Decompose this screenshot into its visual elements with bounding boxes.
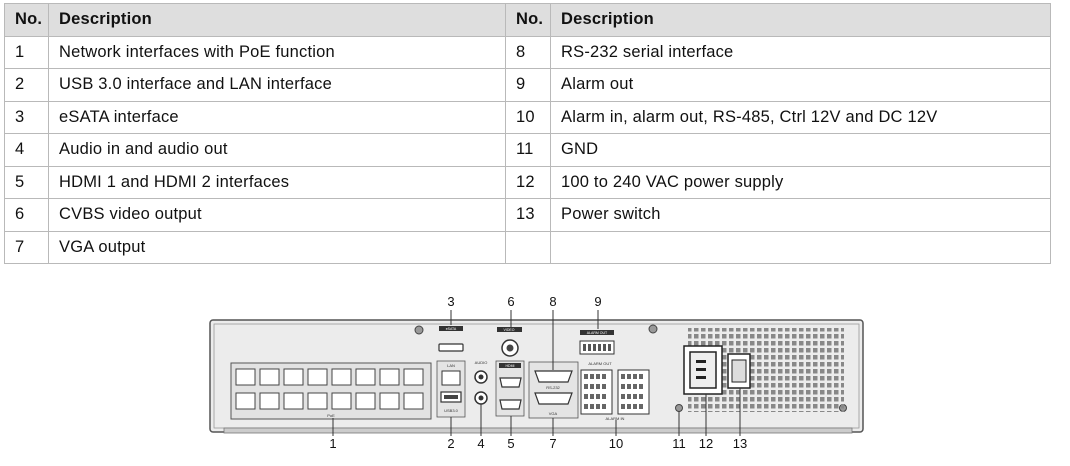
- row-no-right: [505, 230, 551, 264]
- row-description-right: Alarm out: [550, 68, 1051, 102]
- row-no-left: 4: [4, 133, 49, 167]
- usb-lan-ports: LAN USB3.0: [436, 360, 466, 418]
- row-description-left: VGA output: [48, 230, 506, 264]
- row-description-right: Power switch: [550, 198, 1051, 232]
- alarm-in-terminals: ALARM OUT ALARM IN: [580, 361, 650, 421]
- callout-8: 8: [549, 294, 556, 309]
- table-row: 6 CVBS video output 13 Power switch: [4, 198, 1051, 232]
- row-description-left: HDMI 1 and HDMI 2 interfaces: [48, 165, 506, 199]
- row-description-right: RS-232 serial interface: [550, 35, 1051, 69]
- callout-9: 9: [594, 294, 601, 309]
- callout-13: 13: [733, 436, 747, 451]
- lan-label: LAN: [447, 363, 455, 368]
- video-label: VIDEO: [504, 328, 515, 332]
- audio-ports: AUDIO: [474, 360, 488, 405]
- row-no-left: 1: [4, 35, 49, 69]
- interface-table: No. Description No. Description 1 Networ…: [4, 3, 1051, 264]
- nvr-rear-panel-diagram: PoE eSATA LAN USB3.0 AUDIO VIDEO HDMI: [209, 294, 864, 451]
- table-row: 1 Network interfaces with PoE function 8…: [4, 35, 1051, 69]
- poe-network-ports: PoE: [230, 362, 432, 420]
- table-row: 7 VGA output: [4, 230, 1051, 264]
- row-description-left: eSATA interface: [48, 100, 506, 134]
- callout-12: 12: [699, 436, 713, 451]
- header-no-right: No.: [505, 3, 551, 37]
- esata-port: eSATA: [438, 326, 464, 352]
- row-no-left: 7: [4, 230, 49, 264]
- vga-label: VGA: [549, 411, 558, 416]
- row-description-left: USB 3.0 interface and LAN interface: [48, 68, 506, 102]
- alarm-out-terminal: ALARM OUT: [579, 330, 615, 355]
- header-description-left: Description: [48, 3, 506, 37]
- row-no-right: 11: [505, 133, 551, 167]
- row-no-right: 9: [505, 68, 551, 102]
- audio-label: AUDIO: [475, 360, 488, 365]
- callout-6: 6: [507, 294, 514, 309]
- row-description-right: [550, 230, 1051, 264]
- callout-1: 1: [329, 436, 336, 451]
- header-no-left: No.: [4, 3, 49, 37]
- row-no-left: 3: [4, 100, 49, 134]
- power-section: [683, 328, 844, 412]
- row-no-right: 8: [505, 35, 551, 69]
- header-description-right: Description: [550, 3, 1051, 37]
- callout-2: 2: [447, 436, 454, 451]
- esata-label: eSATA: [446, 327, 457, 331]
- row-description-left: Network interfaces with PoE function: [48, 35, 506, 69]
- row-description-left: CVBS video output: [48, 198, 506, 232]
- hdmi-label: HDMI: [506, 364, 515, 368]
- table-row: 3 eSATA interface 10 Alarm in, alarm out…: [4, 100, 1051, 134]
- row-no-right: 10: [505, 100, 551, 134]
- callout-3: 3: [447, 294, 454, 309]
- table-header-row: No. Description No. Description: [4, 3, 1051, 37]
- callout-10: 10: [609, 436, 623, 451]
- row-description-right: 100 to 240 VAC power supply: [550, 165, 1051, 199]
- usb-label: USB3.0: [444, 408, 459, 413]
- callout-11: 11: [672, 436, 686, 451]
- table-row: 4 Audio in and audio out 11 GND: [4, 133, 1051, 167]
- table-row: 2 USB 3.0 interface and LAN interface 9 …: [4, 68, 1051, 102]
- table-row: 5 HDMI 1 and HDMI 2 interfaces 12 100 to…: [4, 165, 1051, 199]
- row-description-left: Audio in and audio out: [48, 133, 506, 167]
- alarm-in-label: ALARM IN: [606, 416, 625, 421]
- callout-7: 7: [549, 436, 556, 451]
- callout-5: 5: [507, 436, 514, 451]
- cvbs-video-port: VIDEO: [497, 327, 522, 357]
- row-no-left: 5: [4, 165, 49, 199]
- row-no-right: 12: [505, 165, 551, 199]
- row-no-left: 6: [4, 198, 49, 232]
- row-no-left: 2: [4, 68, 49, 102]
- alarm-out-label: ALARM OUT: [588, 361, 612, 366]
- row-description-right: GND: [550, 133, 1051, 167]
- rs232-vga-ports: RS-232 VGA: [528, 361, 579, 419]
- poe-label: PoE: [327, 413, 335, 418]
- rs232-label: RS-232: [546, 385, 560, 390]
- callout-4: 4: [477, 436, 484, 451]
- hdmi-ports: HDMI: [495, 360, 525, 417]
- row-no-right: 13: [505, 198, 551, 232]
- alarm-out-top-label: ALARM OUT: [587, 331, 608, 335]
- row-description-right: Alarm in, alarm out, RS-485, Ctrl 12V an…: [550, 100, 1051, 134]
